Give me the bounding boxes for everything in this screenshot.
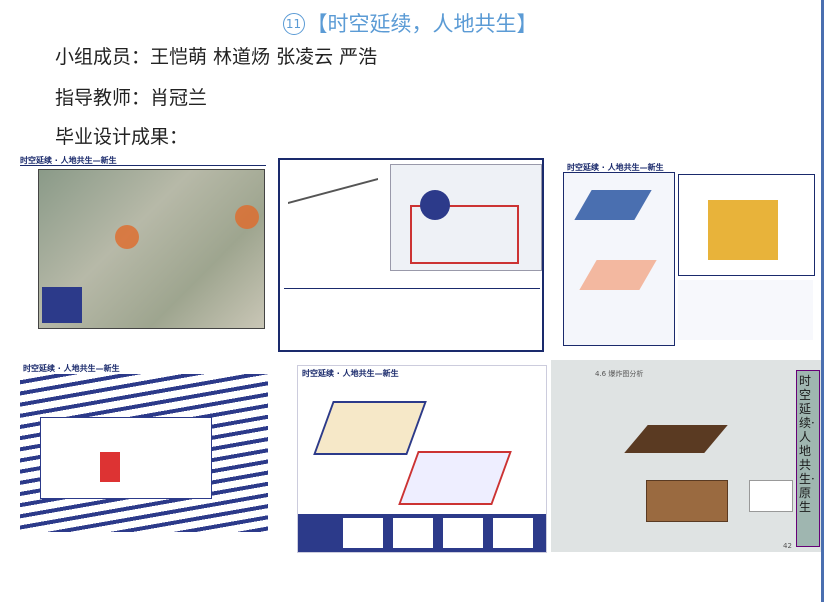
- page-number: 42: [783, 542, 792, 550]
- axonometric-image: 时空延续 · 人地共生—新生: [563, 160, 816, 346]
- section-number: 11: [282, 13, 305, 35]
- panel-title: 时空延续 · 人地共生—新生: [302, 369, 399, 378]
- exploded-view-image: 4.6 爆炸图分析 时空延续·人地共生·原生 42: [551, 360, 821, 552]
- panel-title: 时空延续 · 人地共生—新生: [567, 163, 664, 172]
- side-calligraphy: 时空延续·人地共生·原生: [799, 374, 815, 514]
- results-label: 毕业设计成果：: [55, 126, 189, 148]
- perspective-image: 时空延续 · 人地共生—新生: [20, 362, 268, 532]
- page-border-line: [821, 0, 824, 602]
- panel-title: 时空延续 · 人地共生—新生: [20, 156, 117, 165]
- title-text: 【时空延续，人地共生】: [306, 12, 538, 36]
- plan-axon-image: 时空延续 · 人地共生—新生: [297, 365, 547, 553]
- section-drawing-image: [278, 158, 544, 352]
- panel-heading: 4.6 爆炸图分析: [595, 370, 644, 378]
- site-plan-image: 时空延续 · 人地共生—新生: [20, 155, 266, 331]
- advisor: 指导教师：肖冠兰: [55, 87, 208, 109]
- page-title: 11【时空延续，人地共生】: [0, 8, 820, 38]
- group-members: 小组成员：王恺萌 林道炀 张凌云 严浩: [55, 46, 378, 68]
- panel-title: 时空延续 · 人地共生—新生: [23, 364, 120, 373]
